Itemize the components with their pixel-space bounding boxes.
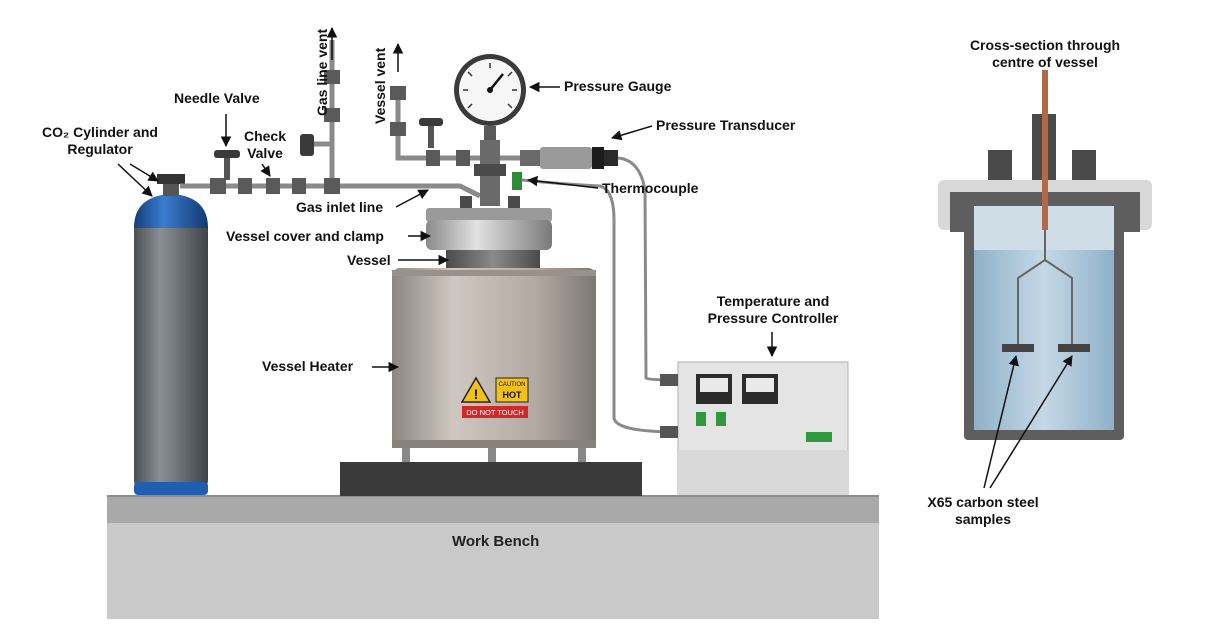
check-valve-label: Check Valve bbox=[236, 128, 294, 162]
work-bench-label: Work Bench bbox=[452, 533, 540, 550]
do-not-touch-text: DO NOT TOUCH bbox=[466, 408, 524, 417]
cross-section-label-line2: centre of vessel bbox=[992, 54, 1098, 70]
pressure-transducer bbox=[520, 147, 618, 169]
gas-vent-valve bbox=[300, 134, 314, 156]
needle-valve bbox=[214, 150, 240, 180]
vessel-heater-label: Vessel Heater bbox=[262, 358, 354, 374]
vessel-cover-clamp bbox=[426, 208, 552, 250]
samples-label-line2: samples bbox=[954, 511, 1012, 527]
vessel-label: Vessel bbox=[347, 252, 391, 268]
line-fittings bbox=[210, 70, 470, 194]
check-valve-label-line2: Valve bbox=[247, 145, 283, 161]
needle-valve-label: Needle Valve bbox=[174, 90, 260, 106]
vessel-neck bbox=[446, 250, 540, 272]
samples-label: X65 carbon steel samples bbox=[910, 494, 1056, 528]
co2-cylinder-label-line1: CO₂ Cylinder and bbox=[42, 124, 158, 140]
samples-label-line1: X65 carbon steel bbox=[927, 494, 1039, 510]
check-valve-label-line1: Check bbox=[243, 128, 287, 144]
vessel-vent-valve bbox=[419, 118, 443, 148]
hot-text: HOT bbox=[503, 390, 523, 400]
work-bench bbox=[107, 495, 879, 619]
vessel-cover-clamp-label: Vessel cover and clamp bbox=[226, 228, 384, 244]
gas-line-vent-label: Gas line vent bbox=[314, 28, 330, 116]
controller-label-line1: Temperature and bbox=[716, 293, 830, 309]
controller-label: Temperature and Pressure Controller bbox=[688, 293, 858, 327]
cross-section-label: Cross-section through centre of vessel bbox=[950, 37, 1140, 71]
svg-text:!: ! bbox=[474, 386, 479, 402]
caution-text: CAUTION bbox=[499, 382, 526, 388]
vessel-cross-section bbox=[938, 70, 1152, 440]
co2-cylinder bbox=[134, 174, 208, 495]
label-arrows bbox=[117, 26, 1073, 489]
gas-inlet-line-label: Gas inlet line bbox=[296, 199, 384, 215]
cross-section-label-line1: Cross-section through bbox=[969, 37, 1121, 53]
controller-label-line2: Pressure Controller bbox=[707, 310, 839, 326]
vessel-heater: ! bbox=[392, 268, 596, 464]
pressure-gauge bbox=[454, 54, 526, 140]
pressure-gauge-label: Pressure Gauge bbox=[564, 78, 672, 94]
heater-base bbox=[340, 462, 642, 496]
pressure-transducer-label: Pressure Transducer bbox=[656, 117, 796, 133]
controller-box bbox=[660, 361, 849, 495]
thermocouple-label: Thermocouple bbox=[602, 180, 699, 196]
vessel-vent-label: Vessel vent bbox=[372, 47, 388, 124]
co2-cylinder-label-line2: Regulator bbox=[67, 141, 133, 157]
co2-cylinder-label: CO₂ Cylinder and Regulator bbox=[22, 124, 178, 158]
